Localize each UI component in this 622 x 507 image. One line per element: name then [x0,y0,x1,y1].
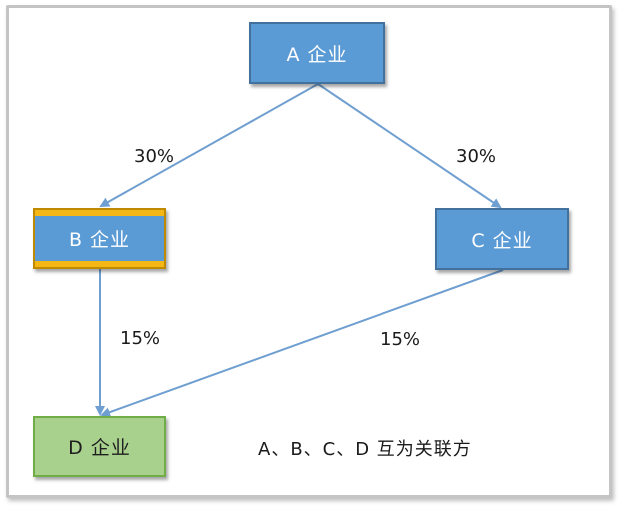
edge-c-to-d-label: 15% [380,329,421,350]
node-d-label: D 企业 [68,437,131,459]
node-a-label: A 企业 [286,43,348,66]
edge-a-to-b [99,83,319,207]
edge-a-to-c [317,83,502,209]
relationship-note: A、B、C、D 互为关联方 [258,439,472,460]
node-a-enterprise: A 企业 [249,22,385,84]
edge-a-to-b-label: 30% [134,146,175,167]
node-d-enterprise: D 企业 [33,416,166,477]
node-b-label: B 企业 [68,229,131,251]
node-c-label: C 企业 [471,229,533,252]
edge-a-to-c-label: 30% [456,146,497,167]
node-b-enterprise: B 企业 [33,208,166,269]
node-c-enterprise: C 企业 [435,208,569,270]
edge-b-to-d-label: 15% [120,328,161,349]
edge-c-to-d [100,269,504,417]
